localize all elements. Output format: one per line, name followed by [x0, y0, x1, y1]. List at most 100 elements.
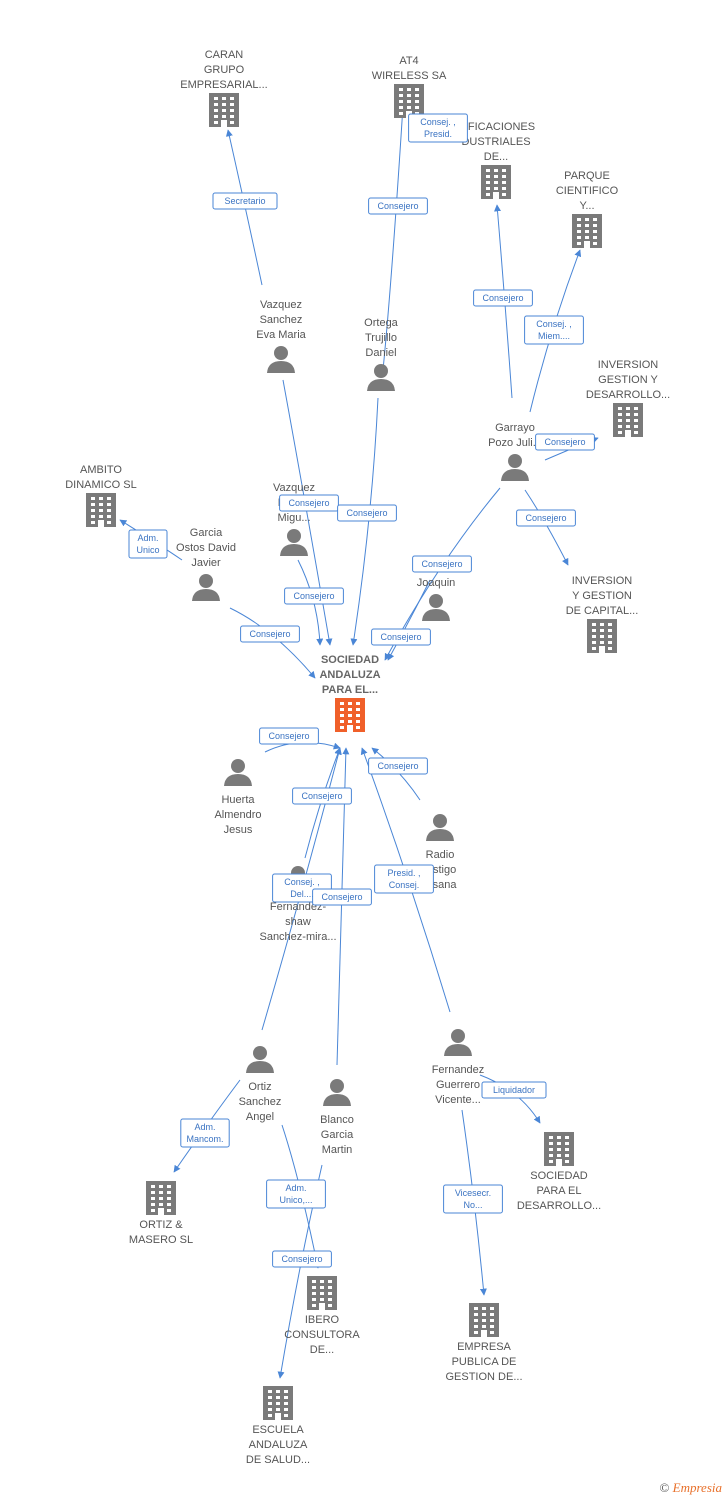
- edge-label-box: [212, 192, 278, 210]
- edge-label-box: [279, 494, 339, 512]
- edge-label-text: Consejero: [288, 498, 329, 508]
- edge-label-box: [412, 555, 472, 573]
- edge-label-text: Consejero: [377, 201, 418, 211]
- person-icon: [280, 529, 308, 556]
- node-label-line: Joaquin: [417, 577, 456, 589]
- edge-label-box: [284, 587, 344, 605]
- node-radio[interactable]: Radio...stigo...sana: [423, 814, 457, 891]
- edge-label-vazquez_eva-center[interactable]: Consejero: [279, 494, 339, 512]
- edge-label-garrayo-inv_capital[interactable]: Consejero: [516, 509, 576, 527]
- node-label-line: DESARROLLO...: [586, 389, 670, 401]
- building-icon: [469, 1303, 499, 1337]
- node-parque[interactable]: PARQUECIENTIFICOY...: [556, 170, 619, 248]
- edge-label-vazquez_b-center[interactable]: Consejero: [284, 587, 344, 605]
- node-label-line: Huerta: [221, 794, 255, 806]
- edge-label-box: [312, 888, 372, 906]
- node-label-line: Javier: [191, 557, 221, 569]
- node-ortiz_masero[interactable]: ORTIZ &MASERO SL: [129, 1181, 193, 1246]
- node-caran[interactable]: CARANGRUPOEMPRESARIAL...: [180, 49, 268, 127]
- edge-label-d_joaquin-center[interactable]: Consejero: [371, 628, 431, 646]
- edge-label-garcia_ostos-ambito[interactable]: Adm.Unico: [128, 529, 168, 559]
- edge-label-box: [259, 727, 319, 745]
- node-ibero[interactable]: IBEROCONSULTORADE...: [284, 1276, 360, 1356]
- edge-label-text: Consejero: [293, 591, 334, 601]
- edge-label-text: Consejero: [544, 437, 585, 447]
- edge-label-box: [368, 757, 428, 775]
- building-icon: [587, 619, 617, 653]
- edge-label-garrayo-certif[interactable]: Consejero: [473, 289, 533, 307]
- node-label-line: Vicente...: [435, 1094, 481, 1106]
- node-label-line: INVERSION: [598, 359, 659, 371]
- node-label-line: Pozo Juli...: [488, 437, 542, 449]
- node-label-line: Sanchez: [239, 1096, 282, 1108]
- node-label-line: CIENTIFICO: [556, 185, 619, 197]
- edge-label-radio-center[interactable]: Consejero: [368, 757, 428, 775]
- node-label-line: Garcia: [321, 1129, 354, 1141]
- node-label-line: shaw: [285, 916, 311, 928]
- node-fernandez_shaw[interactable]: Fernandez-shawSanchez-mira...: [259, 866, 337, 943]
- node-label-line: Almendro: [214, 809, 261, 821]
- edge-label-ortega-center[interactable]: Consejero: [337, 504, 397, 522]
- edge-label-fernandez_guerrero-center[interactable]: Presid. ,Consej.: [374, 864, 434, 894]
- edge-label-garrayo-parque[interactable]: Consej. ,Miem....: [524, 315, 584, 345]
- edge-label-garrayo-inv_desarrollo[interactable]: Consejero: [535, 433, 595, 451]
- edge-label-text: Adm.: [285, 1183, 306, 1193]
- edge-label-ortega-at4[interactable]: Consej. ,Presid.: [408, 113, 468, 143]
- edge-label-text: Consejero: [346, 508, 387, 518]
- person-icon: [323, 1079, 351, 1106]
- node-label-line: SOCIEDAD: [530, 1170, 588, 1182]
- edge-label-blanco-center[interactable]: Consejero: [312, 888, 372, 906]
- edge-label-box: [481, 1081, 547, 1099]
- node-label-line: Vazquez: [273, 482, 315, 494]
- edge-label-vazquez_eva-caran[interactable]: Secretario: [212, 192, 278, 210]
- node-label-line: SOCIEDAD: [321, 654, 379, 666]
- edge-label-blanco-escuela[interactable]: Consejero: [272, 1250, 332, 1268]
- edge-ortega-to-at4: [382, 89, 408, 371]
- node-certif[interactable]: RIFICACIONESDUSTRIALESDE...: [457, 121, 535, 199]
- node-inv_desarrollo[interactable]: INVERSION GESTION Y DESARROLLO...: [586, 359, 670, 437]
- node-fernandez_guerrero[interactable]: FernandezGuerreroVicente...: [432, 1029, 485, 1106]
- edge-label-ortiz_sanchez-ibero[interactable]: Adm.Unico,...: [266, 1179, 326, 1209]
- node-label-line: Garrayo: [495, 422, 535, 434]
- edge-label-fernandez_shaw-center[interactable]: Consejero: [292, 787, 352, 805]
- node-vazquez_b[interactable]: VazquezBern...Migu...: [273, 482, 315, 556]
- edge-d_joaquin-to-center: [387, 579, 431, 661]
- edge-label-fernandez_guerrero-soc_desarrollo[interactable]: Liquidador: [481, 1081, 547, 1099]
- edge-label-huerta-center[interactable]: Consejero: [259, 727, 319, 745]
- node-label-line: Y...: [579, 200, 594, 212]
- node-label-line: PARA EL...: [322, 684, 378, 696]
- node-label-line: Eva Maria: [256, 329, 306, 341]
- node-label-line: Sanchez: [260, 314, 303, 326]
- edge-label-fernandez_guerrero-empresa_publica[interactable]: Vicesecr.No...: [443, 1184, 503, 1214]
- edge-label-garrayo-center[interactable]: Consejero: [412, 555, 472, 573]
- node-label-line: IBERO: [305, 1314, 340, 1326]
- edge-label-text: No...: [463, 1200, 482, 1210]
- building-icon: [263, 1386, 293, 1420]
- edge-label-ortiz_sanchez-ortiz_masero[interactable]: Adm.Mancom.: [180, 1118, 230, 1148]
- brand-logo-text[interactable]: Empresia: [672, 1480, 722, 1495]
- edge-label-text: Consejero: [281, 1254, 322, 1264]
- edge-label-text: Mancom.: [186, 1134, 223, 1144]
- edge-label-box: [128, 529, 168, 559]
- node-label-line: GESTION Y: [598, 374, 658, 386]
- edge-label-ortega-at4[interactable]: Consejero: [368, 197, 428, 215]
- edge-label-box: [408, 113, 468, 143]
- edge-label-garcia_ostos-center[interactable]: Consejero: [240, 625, 300, 643]
- person-icon: [267, 346, 295, 373]
